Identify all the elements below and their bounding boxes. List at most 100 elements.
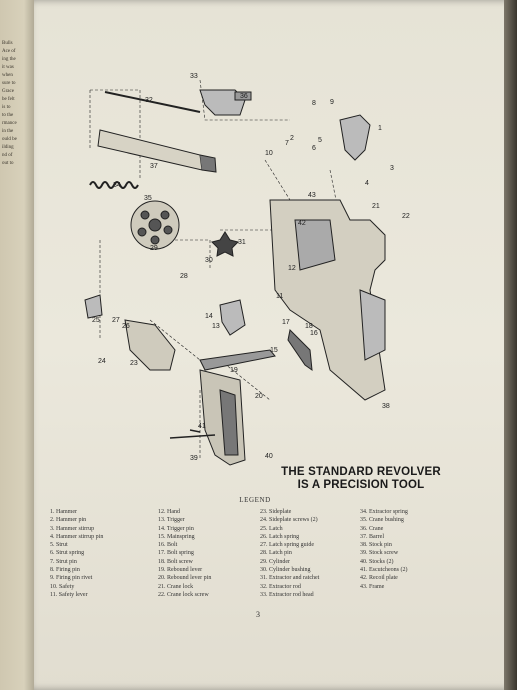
part-number-label: 7 xyxy=(285,140,289,147)
legend-item: 36. Crane xyxy=(360,525,384,532)
part-number-label: 25 xyxy=(92,317,100,324)
legend-item: 18. Bolt screw xyxy=(158,558,193,565)
part-number-label: 12 xyxy=(288,265,296,272)
part-number-label: 40 xyxy=(265,453,273,460)
part-number-label: 19 xyxy=(230,367,238,374)
left-page-line: is to xyxy=(2,105,11,110)
left-page-line: when xyxy=(2,73,13,78)
legend-item: 24. Sideplate screws (2) xyxy=(260,517,318,524)
legend-item: 22. Crane lock screw xyxy=(158,591,209,598)
part-number-label: 15 xyxy=(270,347,278,354)
legend-item: 38. Stock pin xyxy=(360,542,392,549)
page-edge-shadow xyxy=(504,0,517,690)
left-page-line: Ace of xyxy=(2,49,16,54)
part-number-label: 17 xyxy=(282,319,290,326)
legend-item: 13. Trigger xyxy=(158,517,185,524)
legend-item: 14. Trigger pin xyxy=(158,525,194,532)
page-number: 3 xyxy=(256,610,260,619)
legend-heading: LEGEND xyxy=(239,496,271,504)
legend-item: 33. Extractor rod head xyxy=(260,591,314,598)
part-number-label: 28 xyxy=(180,273,188,280)
part-number-label: 37 xyxy=(150,163,158,170)
legend-item: 42. Recoil plate xyxy=(360,575,398,582)
part-number-label: 2 xyxy=(290,135,294,142)
part-number-label: 8 xyxy=(312,100,316,107)
part-number-label: 23 xyxy=(130,360,138,367)
legend-item: 20. Rebound lever pin xyxy=(158,575,212,582)
left-page-line: rmance xyxy=(2,121,17,126)
part-number-label: 38 xyxy=(382,403,390,410)
legend-item: 23. Sideplate xyxy=(260,509,292,515)
legend-item: 41. Escutcheons (2) xyxy=(360,567,408,574)
part-number-label: 34 xyxy=(113,182,121,189)
legend-item: 37. Barrel xyxy=(360,533,384,540)
legend-item: 2. Hammer pin xyxy=(50,517,87,524)
legend-item: 30. Cylinder bushing xyxy=(260,567,311,574)
title-line-1: THE STANDARD REVOLVER xyxy=(281,466,441,478)
left-page-line: out to xyxy=(2,161,14,166)
part-number-label: 11 xyxy=(276,293,283,300)
legend-item: 6. Strut spring xyxy=(50,550,85,557)
legend-item: 9. Firing pin rivet xyxy=(50,575,93,582)
left-page-line: sure to xyxy=(2,81,16,86)
part-number-label: 24 xyxy=(98,358,106,365)
legend-item: 21. Crane lock xyxy=(158,583,194,590)
legend-item: 12. Hand xyxy=(158,509,180,515)
legend-item: 34. Extractor spring xyxy=(360,509,408,515)
left-page-line: be felt xyxy=(2,97,15,102)
legend-item: 35. Crane bushing xyxy=(360,517,404,524)
legend-item: 25. Latch xyxy=(260,525,283,532)
legend-item: 39. Stock screw xyxy=(360,550,399,557)
legend-item: 4. Hammer stirrup pin xyxy=(50,533,104,540)
part-number-label: 18 xyxy=(305,323,313,330)
left-page-line: ilding xyxy=(2,145,14,150)
legend-item: 19. Rebound lever xyxy=(158,567,203,574)
part-number-label: 36 xyxy=(240,93,248,100)
legend-item: 1. Hammer xyxy=(50,509,77,515)
part-number-label: 6 xyxy=(312,145,316,152)
part-number-label: 32 xyxy=(145,97,153,104)
left-page-line: ing the xyxy=(2,57,16,62)
part-number-label: 14 xyxy=(205,313,213,320)
left-page-line: ould be xyxy=(2,137,17,142)
legend-item: 10. Safety xyxy=(50,583,75,590)
title-line-2: IS A PRECISION TOOL xyxy=(297,479,425,491)
part-number-label: 1 xyxy=(378,125,382,132)
part-number-label: 27 xyxy=(112,317,120,324)
legend-item: 43. Frame xyxy=(360,583,385,590)
legend-item: 40. Stocks (2) xyxy=(360,558,394,565)
legend-item: 26. Latch spring xyxy=(260,533,300,540)
legend-item: 7. Strut pin xyxy=(50,558,77,565)
part-number-label: 3 xyxy=(390,165,394,172)
part-number-label: 39 xyxy=(190,455,198,462)
part-number-label: 9 xyxy=(330,99,334,106)
part-number-label: 31 xyxy=(238,239,246,246)
book-page xyxy=(34,0,517,690)
left-page-line: Bulls xyxy=(2,41,13,46)
part-number-label: 4 xyxy=(365,180,369,187)
part-number-label: 41 xyxy=(198,423,206,430)
legend-item: 27. Latch spring guide xyxy=(260,542,314,549)
left-page-line: it was xyxy=(2,65,14,70)
legend-item: 31. Extractor and ratchet xyxy=(260,575,320,582)
left-page-line: Grace xyxy=(2,89,14,94)
part-number-label: 21 xyxy=(372,203,380,210)
part-number-label: 26 xyxy=(122,323,130,330)
legend-item: 17. Bolt spring xyxy=(158,550,194,557)
part-number-label: 20 xyxy=(255,393,263,400)
part-number-label: 16 xyxy=(310,330,318,337)
part-number-label: 22 xyxy=(402,213,410,220)
part-number-label: 5 xyxy=(318,137,322,144)
left-page-line: to the xyxy=(2,113,14,118)
legend-item: 15. Mainspring xyxy=(158,533,195,540)
left-page-line: nd of xyxy=(2,153,13,158)
part-number-label: 13 xyxy=(212,323,220,330)
part-number-label: 10 xyxy=(265,150,273,157)
legend-item: 28. Latch pin xyxy=(260,550,292,557)
